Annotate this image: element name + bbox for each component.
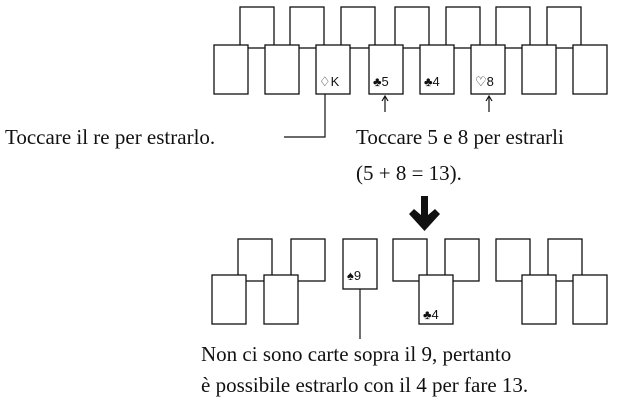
top-front-row: ♢K ♣5 ♣4 ♡8 <box>213 44 608 95</box>
arrow-down-icon <box>409 196 440 231</box>
card-back <box>392 238 428 282</box>
card-back <box>263 274 299 325</box>
card-label: ♣4 <box>423 307 439 322</box>
card-club-5[interactable] <box>368 44 404 95</box>
card-back <box>239 6 275 49</box>
card-back <box>521 274 557 325</box>
card-club-4[interactable] <box>418 274 454 325</box>
card-back <box>289 6 325 49</box>
bottom-middle-group <box>392 238 480 282</box>
caption-pair-line-1: Toccare 5 e 8 per estrarli <box>356 125 564 149</box>
card-back <box>213 44 249 95</box>
caption-king: Toccare il re per estrarlo. <box>5 125 215 149</box>
bottom-left-group <box>211 238 326 325</box>
card-back <box>495 6 531 49</box>
card-back <box>264 44 300 95</box>
card-diamond-king[interactable] <box>315 44 351 95</box>
card-back <box>495 238 531 282</box>
card-back <box>290 238 326 282</box>
card-back <box>547 238 583 282</box>
caption-pair-line-2: (5 + 8 = 13). <box>356 161 462 185</box>
card-back <box>521 44 557 95</box>
card-back <box>572 274 608 325</box>
top-back-row <box>239 6 582 49</box>
arrow-up-icon <box>485 94 493 112</box>
card-label: ♡8 <box>475 74 494 89</box>
card-back <box>340 6 376 49</box>
bottom-right-group <box>495 238 608 325</box>
card-spade-9[interactable] <box>342 238 378 290</box>
card-heart-8[interactable] <box>470 44 506 95</box>
card-club-4[interactable] <box>419 44 455 95</box>
card-label: ♢K <box>319 74 340 89</box>
caption-bottom-line-1: Non ci sono carte sopra il 9, pertanto <box>201 342 511 366</box>
card-back <box>445 6 481 49</box>
card-back <box>237 238 273 282</box>
card-label: ♣5 <box>373 74 389 89</box>
arrow-up-icon <box>381 94 389 112</box>
card-back <box>546 6 582 49</box>
card-label: ♠9 <box>347 268 361 283</box>
card-back <box>572 44 608 95</box>
king-pointer-line <box>284 94 326 138</box>
card-back <box>444 238 480 282</box>
caption-bottom-line-2: è possibile estrarlo con il 4 per fare 1… <box>201 373 528 397</box>
card-back <box>211 274 247 325</box>
card-label: ♣4 <box>424 74 440 89</box>
card-back <box>394 6 430 49</box>
